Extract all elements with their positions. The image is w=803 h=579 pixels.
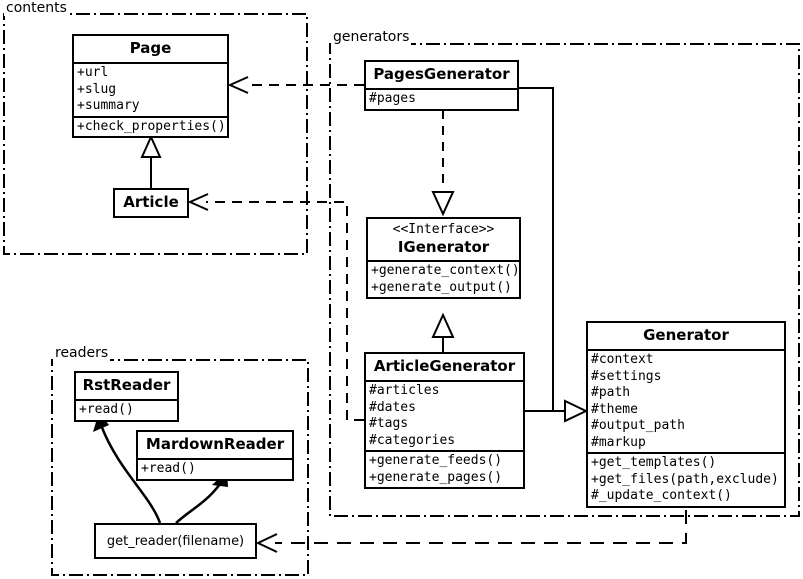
- edge-articlegenerator-extends-igenerator: [431, 312, 455, 352]
- operation: +read(): [141, 461, 196, 476]
- edge-articlegenerator-extends-generator: [525, 399, 589, 423]
- edge-pagesgenerator-extends-generator: [519, 87, 554, 411]
- class-box-mardown-reader[interactable]: MardownReader +read(): [136, 430, 294, 481]
- operation: +read(): [79, 402, 134, 417]
- edge-article-inherits-page: [140, 134, 162, 188]
- class-operations-mardown-reader: +read(): [138, 458, 292, 479]
- class-attributes-page: +url +slug +summary: [74, 62, 227, 116]
- attribute: #output_path: [591, 418, 685, 433]
- class-box-pages-generator[interactable]: PagesGenerator #pages: [364, 60, 519, 111]
- class-box-article-generator[interactable]: ArticleGenerator #articles #dates #tags …: [364, 352, 525, 489]
- package-frame-generators: [329, 43, 800, 517]
- class-title-pages-generator: PagesGenerator: [373, 65, 510, 83]
- operation: +generate_context(): [371, 263, 520, 278]
- edge-get-reader-returns-rstreader: [93, 412, 162, 524]
- operation: +get_files(path,exclude): [591, 471, 779, 487]
- class-title-mardown-reader: MardownReader: [145, 435, 285, 453]
- attribute: #tags: [369, 416, 409, 431]
- edge-pagesgenerator-uses-page: [227, 76, 364, 94]
- attribute: #markup: [591, 434, 646, 450]
- function-box-get-reader[interactable]: get_reader(filename): [94, 523, 257, 559]
- package-frame-readers: [51, 359, 309, 576]
- attribute: #categories: [369, 432, 456, 448]
- class-operations-page: +check_properties(): [74, 115, 227, 137]
- edge-articlegenerator-uses-article: [187, 193, 364, 421]
- attribute: #settings: [591, 368, 662, 384]
- class-box-article[interactable]: Article: [113, 188, 189, 218]
- operation: +generate_pages(): [369, 469, 503, 485]
- class-attributes-article-generator: #articles #dates #tags #categories: [366, 380, 523, 450]
- edge-generator-uses-get-reader: [255, 510, 687, 553]
- class-attributes-pages-generator: #pages: [366, 88, 517, 109]
- attribute: +slug: [77, 81, 117, 97]
- class-box-generator[interactable]: Generator #context #settings #path #them…: [586, 321, 786, 508]
- attribute: #pages: [369, 91, 416, 106]
- class-attributes-generator: #context #settings #path #theme #output_…: [588, 349, 784, 452]
- package-frame-contents: [3, 13, 308, 255]
- attribute: #path: [591, 385, 631, 400]
- attribute: #articles: [369, 383, 440, 398]
- attribute: +url: [77, 65, 109, 80]
- operation: +generate_feeds(): [369, 453, 503, 468]
- class-title-article-generator: ArticleGenerator: [373, 357, 516, 375]
- class-box-page[interactable]: Page +url +slug +summary +check_properti…: [72, 34, 229, 138]
- class-operations-rst-reader: +read(): [76, 399, 177, 420]
- operation: +get_templates(): [591, 455, 717, 470]
- class-title-article: Article: [123, 193, 179, 211]
- attribute: #dates: [369, 399, 416, 415]
- attribute: #theme: [591, 401, 638, 417]
- operation: #_update_context(): [591, 488, 732, 503]
- class-operations-generator: +get_templates() +get_files(path,exclude…: [588, 452, 784, 506]
- operation: +check_properties(): [77, 118, 226, 134]
- class-stereotype-igenerator: <<Interface>>: [392, 222, 495, 237]
- class-title-generator: Generator: [643, 326, 729, 344]
- class-title-rst-reader: RstReader: [82, 376, 171, 394]
- operation: +generate_output(): [371, 279, 512, 295]
- attribute: +summary: [77, 98, 140, 113]
- class-title-page: Page: [129, 39, 172, 57]
- class-box-igenerator[interactable]: <<Interface>> IGenerator +generate_conte…: [366, 217, 521, 299]
- package-generators-label: generators: [331, 29, 412, 45]
- package-readers-label: readers: [53, 345, 111, 361]
- function-box-label: get_reader(filename): [106, 533, 245, 549]
- attribute: #context: [591, 352, 654, 367]
- class-title-igenerator: IGenerator: [397, 238, 490, 256]
- class-operations-igenerator: +generate_context() +generate_output(): [368, 260, 520, 297]
- class-operations-article-generator: +generate_feeds() +generate_pages(): [366, 450, 523, 487]
- edge-pagesgenerator-implements-igenerator: [431, 110, 455, 217]
- class-box-rst-reader[interactable]: RstReader +read(): [74, 371, 179, 422]
- package-contents-label: contents: [4, 0, 69, 16]
